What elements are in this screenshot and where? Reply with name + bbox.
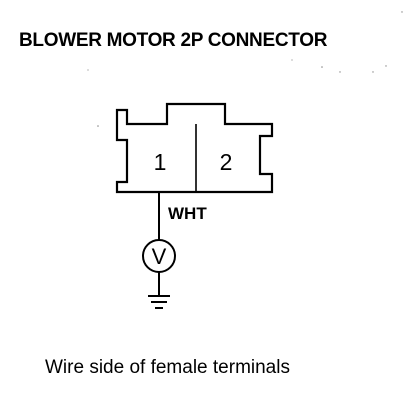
voltmeter-symbol: V (152, 244, 167, 269)
ground-icon (148, 295, 170, 309)
scan-specks (87, 11, 403, 127)
wire-color-label: WHT (168, 204, 207, 223)
pin-1-label: 1 (154, 149, 167, 175)
voltmeter-icon: V (142, 239, 176, 273)
diagram-caption: Wire side of female terminals (45, 357, 290, 378)
connector-housing (115, 102, 274, 194)
diagram-title: BLOWER MOTOR 2P CONNECTOR (19, 30, 328, 51)
pin-2-label: 2 (220, 149, 233, 175)
